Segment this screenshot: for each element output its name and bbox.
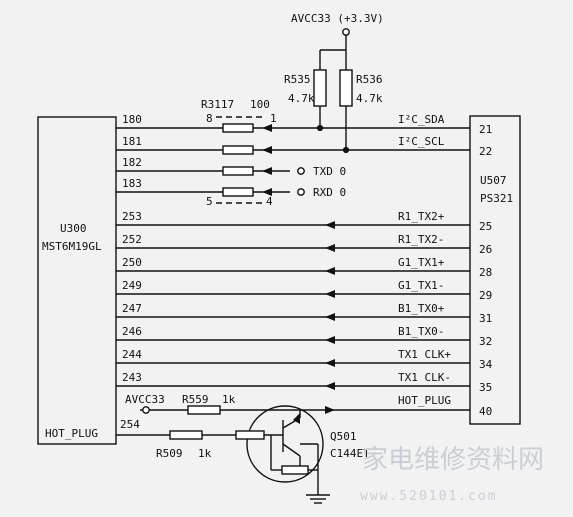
- r3117-pin4: 4: [266, 195, 273, 208]
- right-pin: 21: [479, 123, 492, 136]
- left-pin: 243: [122, 371, 142, 384]
- r3117-value: 100: [250, 98, 270, 111]
- right-pin: 25: [479, 220, 492, 233]
- left-pin: 249: [122, 279, 142, 292]
- r509-value: 1k: [198, 447, 212, 460]
- r3117-element-2: [222, 145, 254, 155]
- u300-hot-plug: HOT_PLUG: [45, 427, 98, 440]
- right-pin: 22: [479, 145, 492, 158]
- right-pin: 34: [479, 358, 493, 371]
- rxd-terminal: [297, 188, 305, 196]
- signal-name: B1_TX0+: [398, 302, 445, 315]
- r3117-element-3: [222, 166, 254, 176]
- right-pin: 29: [479, 289, 492, 302]
- supply-label: AVCC33 (+3.3V): [291, 12, 384, 25]
- q501-ref: Q501: [330, 430, 357, 443]
- r559-ref: R559: [182, 393, 209, 406]
- signal-name: R1_TX2-: [398, 233, 444, 246]
- right-pin: 31: [479, 312, 492, 325]
- u507-part: PS321: [480, 192, 513, 205]
- r509-ref: R509: [156, 447, 183, 460]
- txd-label: TXD 0: [313, 165, 346, 178]
- r535-ref: R535: [284, 73, 311, 86]
- rxd-label: RXD 0: [313, 186, 346, 199]
- signal-name: G1_TX1-: [398, 279, 444, 292]
- r3117-element-4: [222, 187, 254, 197]
- left-pin: 182: [122, 156, 142, 169]
- r3117-ref: R3117: [201, 98, 234, 111]
- q501-r1: [235, 430, 265, 440]
- r536-body: [339, 69, 353, 107]
- u507-ref: U507: [480, 174, 507, 187]
- r3117-pin5: 5: [206, 195, 213, 208]
- signal-name: I²C_SDA: [398, 113, 445, 126]
- r3117-pin1: 1: [270, 112, 277, 125]
- signal-name: R1_TX2+: [398, 210, 445, 223]
- signal-name: TX1 CLK-: [398, 371, 451, 384]
- q501-body: [246, 405, 324, 483]
- r535-body: [313, 69, 327, 107]
- r559-value: 1k: [222, 393, 236, 406]
- u507-body: [469, 115, 521, 425]
- signal-name: G1_TX1+: [398, 256, 445, 269]
- right-pin: 40: [479, 405, 492, 418]
- avcc33-terminal: [142, 406, 150, 414]
- left-pin: 183: [122, 177, 142, 190]
- u300-body: [37, 116, 117, 445]
- avcc33-label: AVCC33: [125, 393, 165, 406]
- left-pin: 254: [120, 418, 140, 431]
- signal-name: I²C_SCL: [398, 135, 445, 148]
- signal-name: B1_TX0-: [398, 325, 444, 338]
- r536-ref: R536: [356, 73, 383, 86]
- left-pin: 244: [122, 348, 142, 361]
- u300-part: MST6M19GL: [42, 240, 102, 253]
- u300-ref: U300: [60, 222, 87, 235]
- signal-name: TX1 CLK+: [398, 348, 451, 361]
- left-pin: 181: [122, 135, 142, 148]
- left-pin: 252: [122, 233, 142, 246]
- left-pin: 246: [122, 325, 142, 338]
- q501-part: C144ET: [330, 447, 370, 460]
- right-pin: 35: [479, 381, 492, 394]
- r3117-pin8: 8: [206, 112, 213, 125]
- left-pin: 247: [122, 302, 142, 315]
- q501-r2: [281, 465, 309, 475]
- right-pin: 32: [479, 335, 492, 348]
- r536-value: 4.7k: [356, 92, 383, 105]
- signal-name: HOT_PLUG: [398, 394, 451, 407]
- supply-terminal: [342, 28, 350, 36]
- watermark-text: 家电维修资料网: [362, 445, 544, 475]
- r3117-element-1: [222, 123, 254, 133]
- r535-value: 4.7k: [288, 92, 315, 105]
- left-pin: 180: [122, 113, 142, 126]
- left-pin: 250: [122, 256, 142, 269]
- left-pin: 253: [122, 210, 142, 223]
- r509-body: [169, 430, 203, 440]
- r559-body: [187, 405, 221, 415]
- right-pin: 28: [479, 266, 492, 279]
- txd-terminal: [297, 167, 305, 175]
- right-pin: 26: [479, 243, 492, 256]
- watermark-url: www.520101.com: [360, 489, 498, 504]
